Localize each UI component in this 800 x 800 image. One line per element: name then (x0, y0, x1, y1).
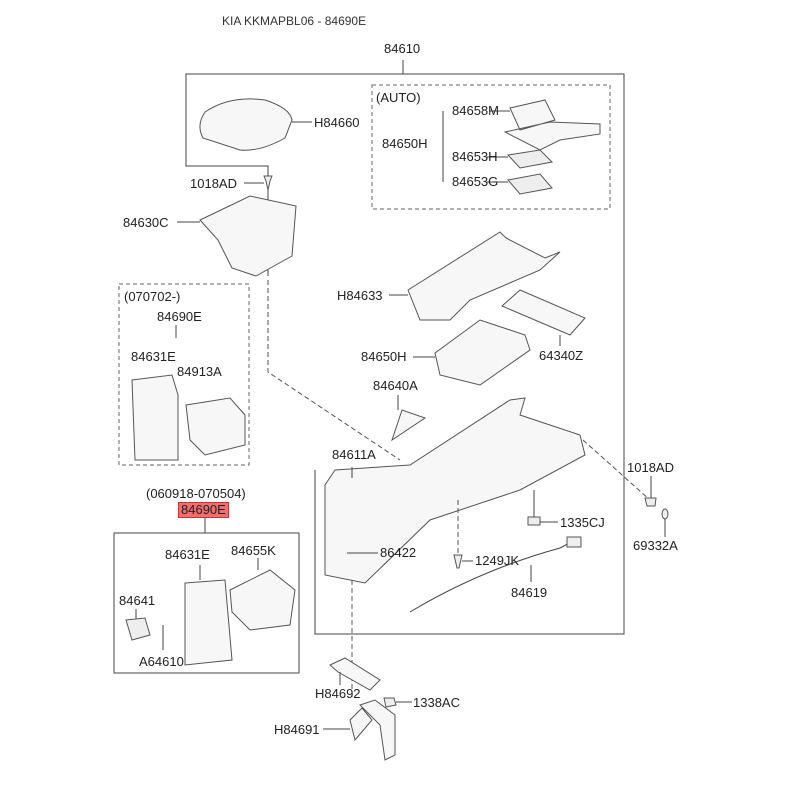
screw-right-part (644, 497, 657, 507)
auto-bezel1-part (506, 149, 554, 169)
label-bolt[interactable]: 1249JK (475, 553, 520, 568)
armrest-part (199, 98, 293, 151)
cup-holder-part (407, 231, 561, 321)
group-b-item1-part (184, 579, 233, 666)
label-armrest[interactable]: H84660 (314, 115, 360, 130)
bracket-upper-part (329, 657, 381, 691)
bracket-lower-part (349, 699, 396, 761)
main-frame-right (314, 73, 625, 635)
cap-part (661, 508, 669, 520)
label-auto-group: (AUTO) (376, 90, 421, 105)
label-screw-right[interactable]: 1018AD (627, 460, 674, 475)
label-group-a-item2[interactable]: 84913A (177, 364, 222, 379)
nut-bottom-part (383, 697, 397, 708)
label-cap[interactable]: 69332A (633, 538, 678, 553)
label-group-a-part[interactable]: 84690E (157, 309, 202, 324)
nut-pad-part (527, 516, 541, 526)
label-group-b-part-highlighted[interactable]: 84690E (178, 502, 229, 518)
label-nut-bottom[interactable]: 1338AC (413, 695, 460, 710)
guide-line-2 (582, 439, 651, 501)
main-assembly-frame (185, 60, 404, 276)
label-shift-bezel[interactable]: 84650H (361, 349, 407, 364)
label-main-assembly[interactable]: 84610 (384, 41, 421, 56)
group-a-item1-part (131, 374, 179, 461)
label-bracket-lower[interactable]: H84691 (274, 722, 320, 737)
bracket-right-part (501, 289, 586, 336)
auto-panel-part (503, 99, 601, 151)
label-group-b-item2[interactable]: 84655K (231, 543, 276, 558)
label-group-b-item4[interactable]: A64610 (139, 654, 184, 669)
label-group-b-item1[interactable]: 84631E (165, 547, 210, 562)
label-clip[interactable]: 86422 (380, 545, 417, 560)
label-nut-pad[interactable]: 1335CJ (560, 515, 605, 530)
label-auto-item2[interactable]: 84653H (452, 149, 498, 164)
group-b-box (113, 532, 300, 674)
storage-box-part (199, 195, 297, 277)
label-group-b-date: (060918-070504) (146, 486, 246, 501)
auto-bezel2-part (507, 173, 553, 195)
group-b-item2-part (229, 569, 296, 631)
auto-group-box (371, 84, 611, 210)
label-cup-holder[interactable]: H84633 (337, 288, 383, 303)
bolt-part (453, 554, 463, 569)
label-bracket-right[interactable]: 64340Z (539, 348, 584, 363)
diagram-title: KIA KKMAPBL06 - 84690E (222, 14, 367, 28)
label-group-a-item1[interactable]: 84631E (131, 349, 176, 364)
label-console-body[interactable]: 84611A (332, 447, 376, 462)
label-auto-item1[interactable]: 84658M (452, 103, 499, 118)
guide-line-1 (267, 280, 401, 461)
label-screw-top[interactable]: 1018AD (190, 176, 237, 191)
label-auto-parent[interactable]: 84650H (382, 136, 428, 151)
group-b-item3-part (125, 617, 151, 641)
group-a-item2-part (185, 397, 246, 456)
group-a-box (118, 283, 250, 466)
label-cable[interactable]: 84619 (511, 585, 548, 600)
console-body-part (324, 397, 586, 584)
label-storage-box[interactable]: 84630C (123, 215, 169, 230)
shift-bezel-part (434, 319, 531, 386)
label-group-b-item3[interactable]: 84641 (119, 593, 156, 608)
label-bracket-upper[interactable]: H84692 (315, 686, 361, 701)
label-group-a-date: (070702-) (124, 289, 181, 304)
label-boot[interactable]: 84640A (373, 378, 418, 393)
boot-part (391, 409, 427, 442)
cable-part (409, 539, 576, 613)
label-auto-item3[interactable]: 84653G (452, 174, 499, 189)
screw-top-part (263, 175, 273, 191)
cable-connector (566, 536, 582, 548)
